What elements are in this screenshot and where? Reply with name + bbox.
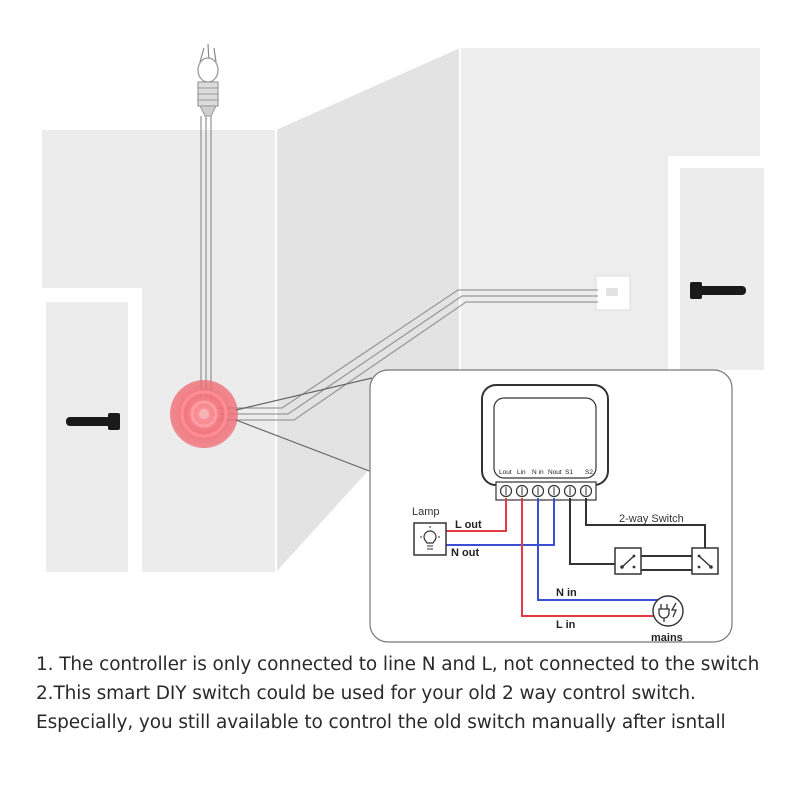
- two-way-switch-label: 2-way Switch: [619, 513, 684, 525]
- right-door-handle-base: [690, 282, 702, 299]
- caption-line-3: Especially, you still available to contr…: [36, 712, 726, 733]
- wire-l-out: [446, 498, 507, 532]
- l-out-label: L out: [455, 519, 482, 531]
- terminal-label-1: Lout: [499, 469, 512, 476]
- left-door-panel: [46, 302, 128, 572]
- wall-switch: [595, 275, 631, 311]
- left-door: [42, 288, 142, 572]
- n-out-label: N out: [451, 547, 479, 559]
- left-door-handle: [66, 417, 120, 426]
- vertical-conduit: [200, 116, 212, 408]
- side-wall: [276, 48, 460, 572]
- junction-highlight: [170, 380, 238, 448]
- callout-pointer: [235, 377, 373, 473]
- lamp-label: Lamp: [412, 506, 440, 518]
- terminal-label-2: Lin: [517, 469, 526, 476]
- wire-n-in: [537, 498, 660, 601]
- right-door-handle: [690, 286, 746, 295]
- terminal-block: [499, 484, 593, 498]
- terminal-label-6: S2: [585, 469, 593, 476]
- lamp-icon: [413, 522, 447, 556]
- terminal-label-4: Nout: [548, 469, 562, 476]
- left-door-handle-base: [108, 413, 120, 430]
- right-door: [668, 156, 764, 370]
- n-in-label: N in: [556, 587, 577, 599]
- caption-block: 1. The controller is only connected to l…: [36, 650, 800, 737]
- terminal-label-3: N in: [532, 469, 544, 476]
- two-way-switch-icon: [614, 547, 642, 575]
- two-way-switch-icon-2: [691, 547, 719, 575]
- caption-line-2: 2.This smart DIY switch could be used fo…: [36, 683, 696, 704]
- plug-icon: [652, 595, 684, 627]
- caption-line-1: 1. The controller is only connected to l…: [36, 654, 760, 675]
- wire-s1: [569, 498, 615, 565]
- l-in-label: L in: [556, 619, 576, 631]
- ceiling-bulb: [197, 43, 219, 117]
- wire-n-out: [446, 498, 555, 546]
- right-door-panel: [680, 168, 764, 370]
- terminal-label-5: S1: [565, 469, 573, 476]
- mains-label: mains: [651, 632, 683, 644]
- wire-s2: [585, 498, 706, 548]
